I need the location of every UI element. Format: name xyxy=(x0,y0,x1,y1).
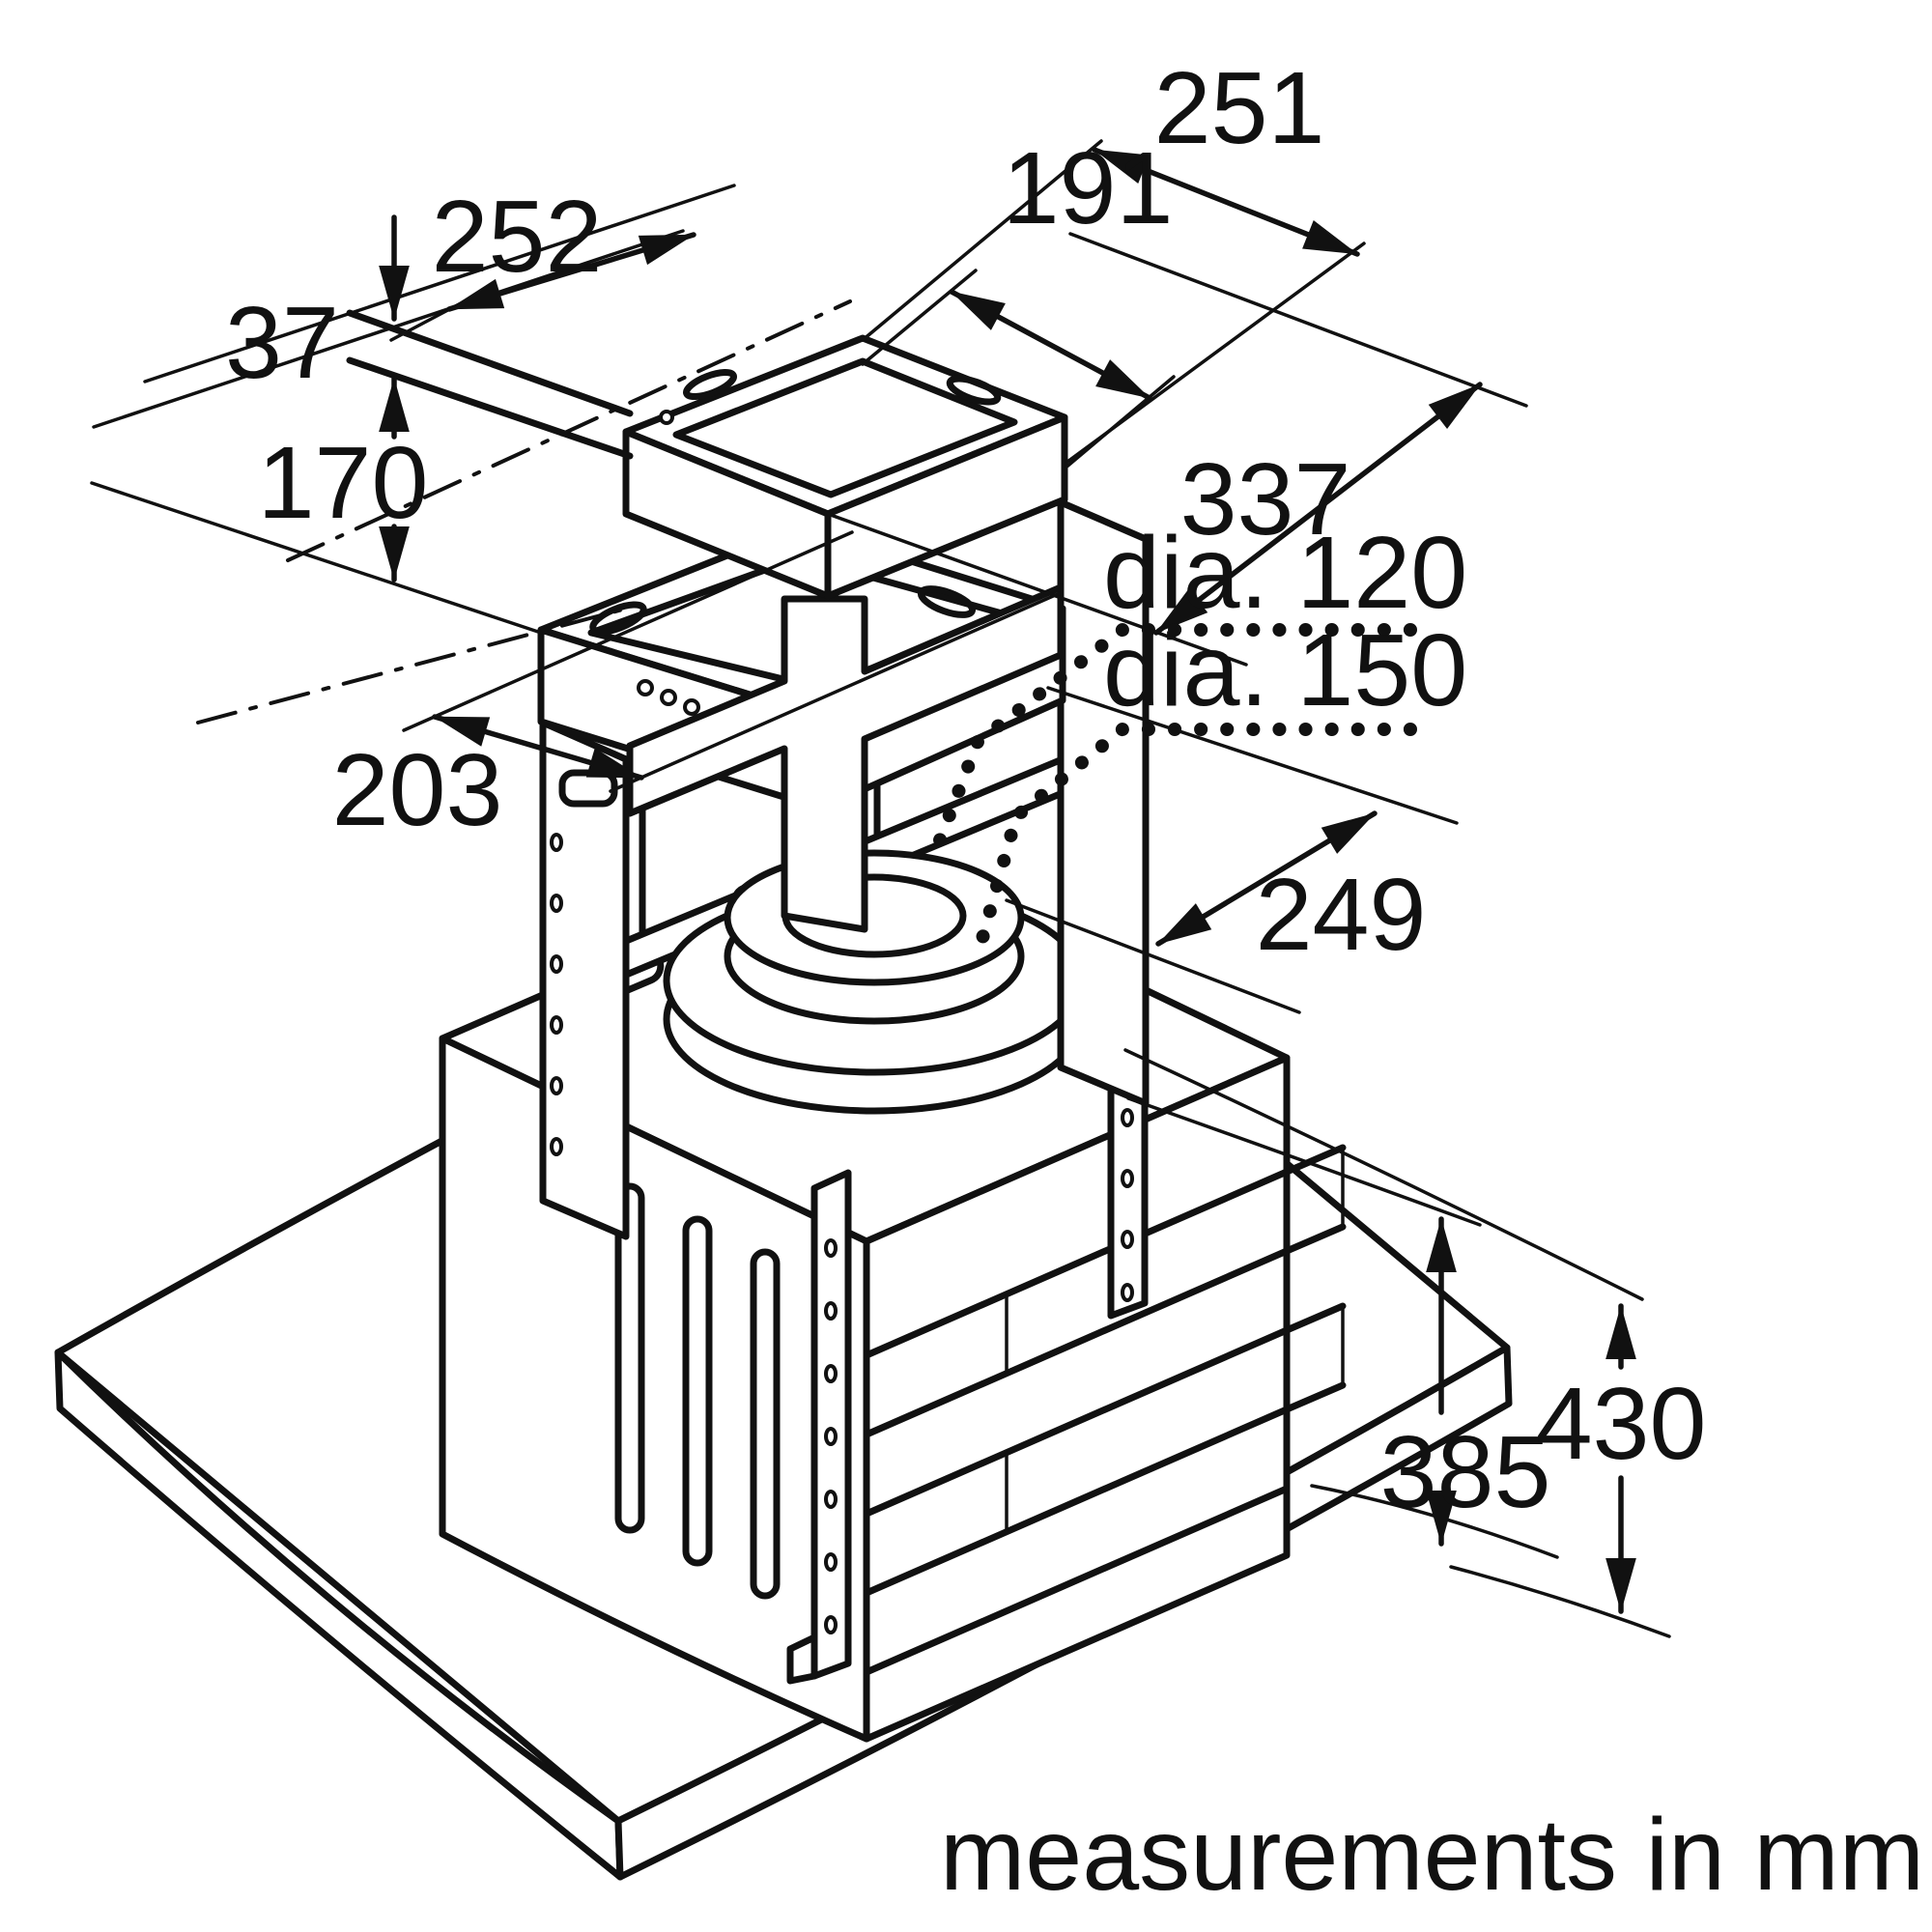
dim-337-label: 337 xyxy=(1180,442,1351,556)
dim-385-label: 385 xyxy=(1380,1415,1551,1529)
front-hanger-rail xyxy=(786,1169,852,1685)
dim-249: 249 xyxy=(1005,686,1459,1014)
dim-170-label: 170 xyxy=(258,426,429,540)
dim-dia150-label: dia. 150 xyxy=(1103,613,1467,727)
hood-filter-ledges xyxy=(863,1144,1347,1676)
units-note: measurements in mm xyxy=(940,1798,1924,1912)
dim-dia120: dia. 120 xyxy=(924,516,1467,869)
dim-249-label: 249 xyxy=(1256,858,1427,972)
front-rail-holes xyxy=(824,1238,838,1634)
centerline-1 xyxy=(196,606,632,724)
dim-37: 37 xyxy=(225,214,410,440)
left-channel xyxy=(539,719,630,1240)
hood-left-face xyxy=(439,1035,870,1743)
ceiling-rails xyxy=(346,309,634,460)
dim-191-label: 191 xyxy=(1003,131,1174,245)
mounting-frame xyxy=(346,309,1150,1240)
dim-dia120-label: dia. 120 xyxy=(1103,516,1467,630)
dim-251-label: 251 xyxy=(1154,51,1325,165)
dim-385: 385 xyxy=(1380,1216,1551,1547)
dim-252-label: 252 xyxy=(432,180,603,294)
centerline-2 xyxy=(286,299,852,562)
dim-170: 170 xyxy=(90,426,543,635)
dim-337: 337 xyxy=(826,232,1528,667)
dim-203-label: 203 xyxy=(332,733,503,847)
dim-37-label: 37 xyxy=(225,286,339,400)
dim-252: 252 xyxy=(389,180,696,342)
dim-203: 203 xyxy=(332,530,1062,847)
dim-dia150: dia. 150 xyxy=(975,613,1467,949)
dim-430: 430 xyxy=(1536,1303,1707,1614)
dim-430-label: 430 xyxy=(1536,1367,1707,1481)
ceiling-bracket xyxy=(622,334,1068,600)
dim-191: 191 xyxy=(861,131,1176,470)
